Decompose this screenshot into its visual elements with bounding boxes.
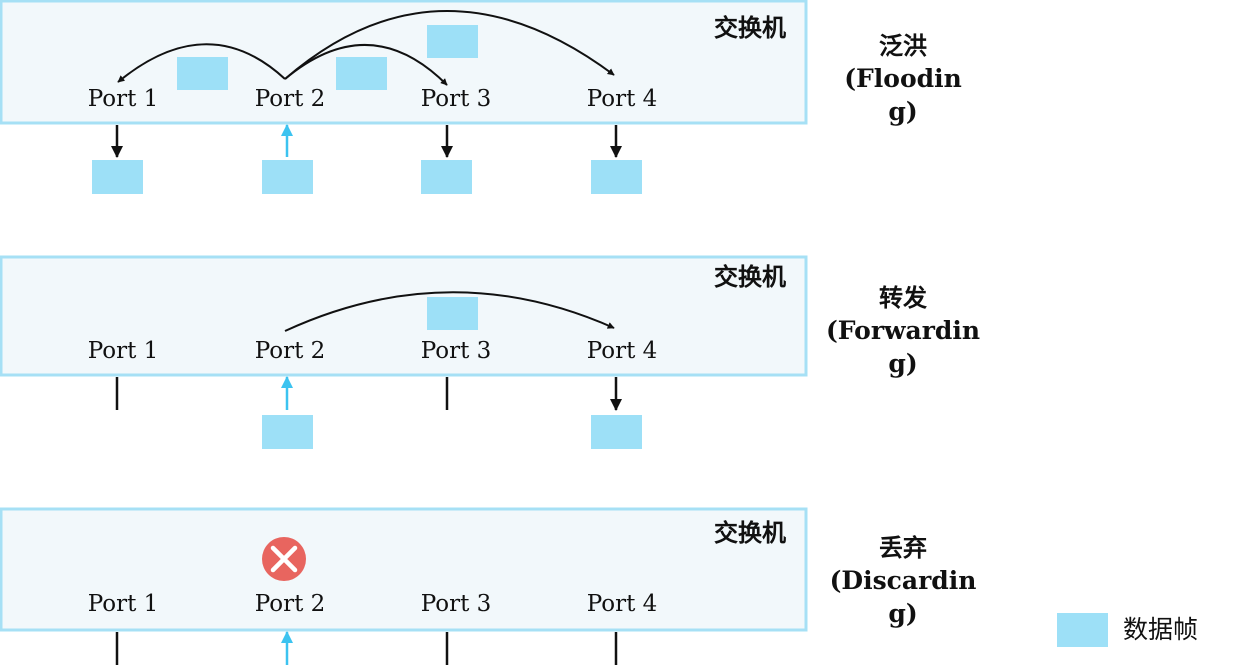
mode-label-zh: 转发 bbox=[879, 284, 927, 312]
flood-arc-to-port-1 bbox=[117, 43, 286, 83]
frame-port-1 bbox=[92, 160, 143, 194]
port-label-2: Port 2 bbox=[255, 86, 326, 112]
mode-label-en-line1: (Discardin bbox=[830, 566, 977, 595]
frame-port-3 bbox=[421, 160, 472, 194]
port-label-4: Port 4 bbox=[587, 338, 658, 364]
panel-forwarding: 交换机 Port 1 Port 2 Port 3 Port 4 转发 (Forw… bbox=[0, 255, 980, 449]
port-label-3: Port 3 bbox=[421, 338, 492, 364]
port-label-1: Port 1 bbox=[88, 86, 159, 112]
frame-in-switch bbox=[336, 57, 387, 90]
switch-label: 交换机 bbox=[714, 263, 786, 291]
port-label-2: Port 2 bbox=[255, 338, 326, 364]
close-circle-icon bbox=[262, 537, 306, 581]
flood-arc-to-port-3 bbox=[284, 43, 448, 86]
port-label-2: Port 2 bbox=[255, 591, 326, 617]
port-label-1: Port 1 bbox=[88, 338, 159, 364]
panel-flooding: 交换机 Port 1 Port 2 Port 3 Port 4 泛洪 (Floo… bbox=[0, 0, 962, 194]
panel-discarding: 交换机 Port 1 Port 2 Port 3 Port 4 丢弃 (Disc… bbox=[0, 507, 977, 665]
legend: 数据帧 bbox=[1057, 613, 1198, 647]
mode-label-en-line2: g) bbox=[888, 349, 917, 378]
frame-port-2 bbox=[262, 415, 313, 449]
frame-port-4 bbox=[591, 160, 642, 194]
frame-in-switch bbox=[177, 57, 228, 90]
mode-label-en-line2: g) bbox=[888, 97, 917, 126]
legend-label: 数据帧 bbox=[1123, 615, 1198, 644]
forward-arc-to-port-4 bbox=[284, 291, 615, 332]
port-label-4: Port 4 bbox=[587, 86, 658, 112]
switch-box bbox=[0, 507, 808, 632]
legend-frame-swatch bbox=[1057, 613, 1108, 647]
frame-in-switch bbox=[427, 25, 478, 58]
frame-in-switch bbox=[427, 297, 478, 330]
switch-label: 交换机 bbox=[714, 519, 786, 547]
mode-label-zh: 泛洪 bbox=[879, 32, 927, 60]
switch-label: 交换机 bbox=[714, 14, 786, 42]
switch-box bbox=[0, 0, 808, 125]
switch-box bbox=[0, 255, 808, 377]
port-label-1: Port 1 bbox=[88, 591, 159, 617]
frame-port-4 bbox=[591, 415, 642, 449]
port-label-4: Port 4 bbox=[587, 591, 658, 617]
port-label-3: Port 3 bbox=[421, 86, 492, 112]
flood-arc-to-port-4 bbox=[284, 10, 615, 80]
port-label-3: Port 3 bbox=[421, 591, 492, 617]
mode-label-en-line1: (Floodin bbox=[844, 64, 962, 93]
mode-label-en-line2: g) bbox=[888, 599, 917, 628]
mode-label-zh: 丢弃 bbox=[879, 534, 927, 562]
frame-port-2 bbox=[262, 160, 313, 194]
mode-label-en-line1: (Forwardin bbox=[826, 316, 980, 345]
